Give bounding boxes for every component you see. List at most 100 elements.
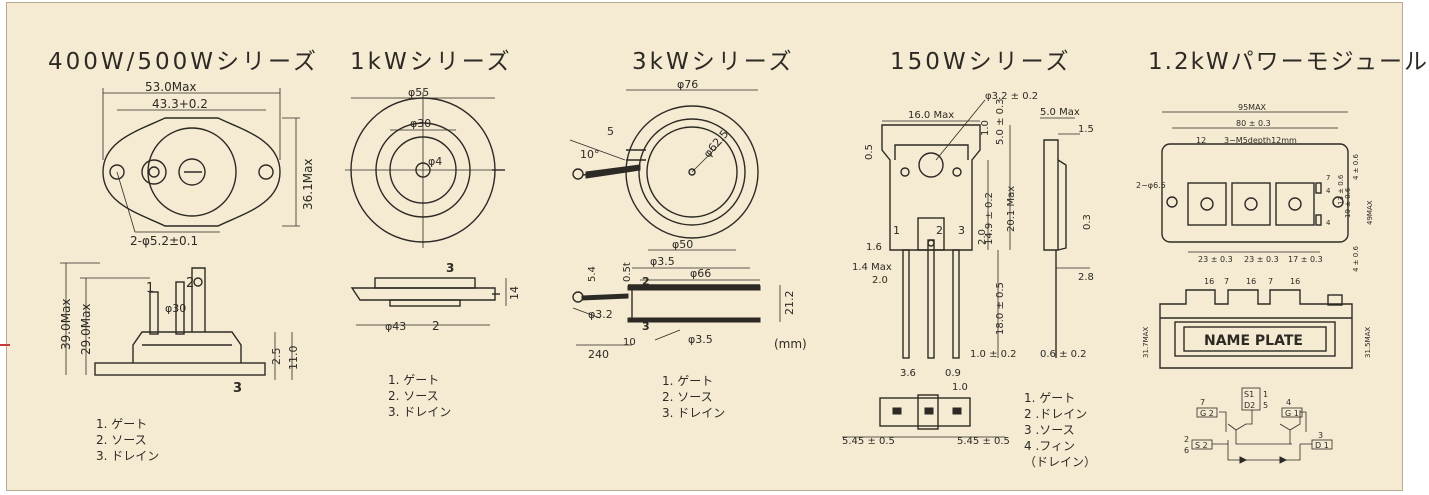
term-1: 1 <box>1263 390 1268 399</box>
dim-phi3-2-150: φ3.2 ± 0.2 <box>985 91 1038 102</box>
term-s2: S 2 <box>1195 441 1208 450</box>
term-4: 4 <box>1286 398 1291 407</box>
drawing-400w: 53.0Max 43.3+0.2 36.1Max 2-φ5.2±0.1 2 1 … <box>59 80 315 396</box>
dim-phi3-5b: φ3.5 <box>688 333 713 346</box>
pin-item: 1. ゲート <box>662 374 714 388</box>
dim-3-6: 3.6 <box>900 368 916 379</box>
dim-18-0: 18.0 ± 0.5 <box>995 282 1006 335</box>
red-edge-mark <box>0 344 10 346</box>
dim-20-1max: 20.1 Max <box>1006 186 1017 232</box>
dim-240: 240 <box>588 348 609 361</box>
dim-0-3: 0.3 <box>1082 214 1093 230</box>
dim-4c: 4 <box>1326 187 1331 195</box>
dim-17: 17 ± 0.3 <box>1288 255 1323 264</box>
dim-23a: 23 ± 0.3 <box>1198 255 1233 264</box>
dim-11-0: 11.0 <box>287 346 300 371</box>
pin-item: 3. ドレイン <box>96 449 160 463</box>
dim-phi30: φ30 <box>165 302 186 315</box>
drawing-3kw: φ62.5 φ76 10° 5 φ50 φ3.5 φ66 2 3 φ3.2 5.… <box>569 78 807 361</box>
pin-item: 1. ゲート <box>96 417 148 431</box>
pin-item: 1. ゲート <box>1024 391 1076 405</box>
pin-list-150w: 1. ゲート 2 .ドレイン 3 .ソース 4 .フィン （ドレイン） <box>1024 390 1096 470</box>
term-5: 5 <box>1263 401 1268 410</box>
term-s1: S1 <box>1244 390 1254 399</box>
dim-21-2: 21.2 <box>783 291 796 316</box>
dim-43-3: 43.3+0.2 <box>152 97 208 111</box>
dim-13: 13 ± 0.6 <box>1337 174 1345 205</box>
dim-c7b: 7 <box>1268 277 1273 286</box>
pin-1k-3: 3 <box>446 261 454 275</box>
pin-item: 2. ソース <box>388 389 439 403</box>
pin-list-3kw: 1. ゲート 2. ソース 3. ドレイン <box>662 373 725 421</box>
pin-item: 4 .フィン <box>1024 439 1076 453</box>
dim-1-0: 1.0 <box>980 120 991 136</box>
pin-1k-2: 2 <box>432 319 440 333</box>
term-3: 3 <box>1318 431 1323 440</box>
dim-2-8: 2.8 <box>1078 272 1094 283</box>
dim-5-0max: 5.0 Max <box>1040 107 1080 118</box>
dim-1-4max: 1.4 Max <box>852 262 892 273</box>
dim-12: 12 <box>1196 136 1206 145</box>
dim-10deg: 10° <box>580 148 600 161</box>
label-screw: 3−M5depth12mm <box>1224 136 1297 145</box>
pin-label-1: 1 <box>146 281 154 296</box>
dim-19: 19 ± 0.6 <box>1344 187 1352 218</box>
pin-3k-2: 2 <box>642 275 650 288</box>
dim-49max: 49MAX <box>1366 200 1374 225</box>
dim-c16c: 16 <box>1290 277 1300 286</box>
dim-phi3-2: φ3.2 <box>588 308 613 321</box>
pin-150-1: 1 <box>893 224 900 237</box>
drawing-150w: 1 2 3 16.0 Max φ3.2 ± 0.2 1.0 5.0 ± 0.3 … <box>842 91 1094 447</box>
dim-53max: 53.0Max <box>145 80 197 94</box>
dim-phi43: φ43 <box>385 320 406 333</box>
dim-4a: 4 ± 0.6 <box>1352 154 1360 180</box>
dim-1-6: 1.6 <box>866 242 882 253</box>
dim-7: 7 <box>1326 174 1330 182</box>
term-g1: G 1 <box>1285 409 1299 418</box>
dim-16max: 16.0 Max <box>908 110 954 121</box>
pin-label-3: 3 <box>233 381 242 396</box>
dim-phi3-5a: φ3.5 <box>650 255 675 268</box>
pin-item: 3 .ソース <box>1024 423 1075 437</box>
dim-10: 10 <box>623 337 636 348</box>
dim-95max: 95MAX <box>1238 103 1267 112</box>
dim-36-1max: 36.1Max <box>301 158 315 210</box>
dim-4b: 4 ± 0.6 <box>1352 246 1360 272</box>
dim-phi4: φ4 <box>428 155 442 168</box>
dim-phi66: φ66 <box>690 267 711 280</box>
dim-0-5-150: 0.5 <box>864 144 875 160</box>
term-2: 2 <box>1184 435 1189 444</box>
dim-5-4: 5.4 <box>587 266 598 282</box>
dim-14-9: 14.9 ± 0.2 <box>984 192 995 245</box>
dim-29max: 29.0Max <box>79 303 93 355</box>
pin-item: 2. ソース <box>662 390 713 404</box>
series-title-150w: 150Wシリーズ <box>890 49 1072 75</box>
name-plate: NAME PLATE <box>1204 333 1303 349</box>
pin-item: 2 .ドレイン <box>1024 407 1088 421</box>
pin-label-2: 2 <box>186 276 194 291</box>
dim-31-7: 31.7MAX <box>1142 327 1150 358</box>
dim-4d: 4 <box>1326 219 1331 227</box>
dim-2-0-v: 2.0 <box>977 229 988 245</box>
dim-2-5: 2.5 <box>270 348 283 366</box>
label-hole: 2−φ6.5 <box>1136 181 1166 190</box>
dim-23b: 23 ± 0.3 <box>1244 255 1279 264</box>
term-d1: D 1 <box>1315 441 1329 450</box>
term-7: 7 <box>1200 398 1205 407</box>
dim-5-0: 5.0 ± 0.3 <box>995 98 1006 145</box>
dim-31-5: 31.5MAX <box>1364 327 1372 358</box>
dim-hole: 2-φ5.2±0.1 <box>130 234 198 248</box>
series-title-1-2kw-module: 1.2kWパワーモジュール <box>1148 49 1429 75</box>
dim-14: 14 <box>508 286 521 300</box>
pin-item: 2. ソース <box>96 433 147 447</box>
pin-150-2: 2 <box>936 224 943 237</box>
dim-phi30-1k: φ30 <box>410 117 431 130</box>
dim-5-45a: 5.45 ± 0.5 <box>842 436 895 447</box>
series-title-3kw: 3kWシリーズ <box>632 49 795 75</box>
dim-80: 80 ± 0.3 <box>1236 119 1271 128</box>
series-title-1kw: 1kWシリーズ <box>350 49 513 75</box>
dim-phi50: φ50 <box>672 238 693 251</box>
dim-c16b: 16 <box>1246 277 1256 286</box>
dim-1-5: 1.5 <box>1078 124 1094 135</box>
